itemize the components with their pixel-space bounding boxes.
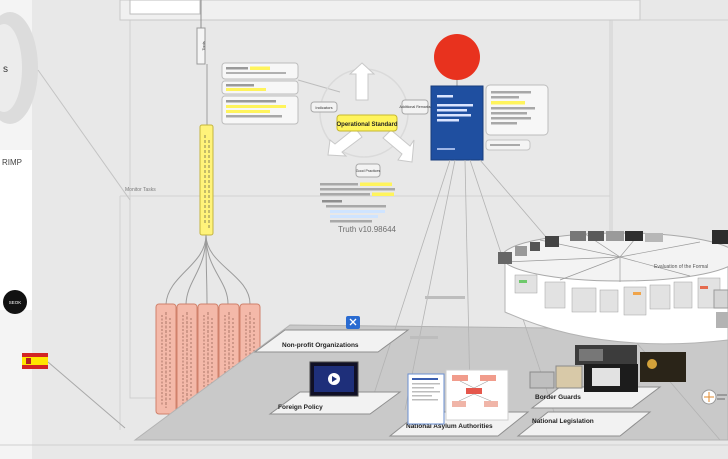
yellow-vertical-note[interactable] bbox=[199, 124, 214, 236]
border-photo-3[interactable] bbox=[555, 365, 583, 389]
blue-document-title-3 bbox=[437, 109, 467, 112]
thumb-8[interactable] bbox=[515, 246, 527, 256]
drum-red-tag bbox=[700, 286, 708, 289]
edge-thumb-2[interactable] bbox=[713, 289, 728, 309]
operational-standard-box[interactable] bbox=[336, 114, 398, 132]
pink-card-2[interactable] bbox=[176, 303, 198, 415]
blue-document-footer bbox=[437, 148, 455, 150]
border-photo-5[interactable] bbox=[640, 352, 686, 382]
thumb-7[interactable] bbox=[498, 252, 512, 264]
edge-thumb-1[interactable] bbox=[712, 230, 728, 244]
drum-screens bbox=[514, 274, 721, 316]
monitor-tasks-label: Monitor Tasks bbox=[125, 187, 156, 193]
flag-connector bbox=[47, 361, 126, 429]
thumb-2[interactable] bbox=[570, 231, 586, 241]
border-photo-1-inner bbox=[579, 349, 603, 361]
border-photo-4-inner bbox=[592, 368, 620, 386]
user-avatar-label: SEOK bbox=[9, 300, 22, 305]
left-panel-white bbox=[0, 150, 32, 310]
national-asylum-label: National Asylum Authorities bbox=[406, 423, 493, 430]
play-triangle-icon bbox=[332, 376, 337, 382]
pink-card-1[interactable] bbox=[155, 303, 177, 415]
left-partial-label-mid: RIMP bbox=[2, 158, 22, 167]
connector-tag-1 bbox=[425, 296, 465, 299]
thumb-6[interactable] bbox=[645, 233, 663, 242]
thumb-9[interactable] bbox=[530, 242, 540, 251]
drum-orange-tag bbox=[633, 292, 641, 295]
notes-card-3[interactable] bbox=[221, 95, 299, 125]
foreign-policy-plane[interactable] bbox=[268, 391, 402, 415]
blue-document-cover[interactable] bbox=[430, 85, 484, 161]
diagram-caption: Truth v10.98644 bbox=[338, 225, 397, 234]
red-circle-marker[interactable] bbox=[434, 34, 480, 80]
upper-frame-inner bbox=[129, 0, 201, 15]
upper-frame bbox=[119, 0, 641, 21]
blue-document-title-2 bbox=[437, 104, 473, 107]
thumb-3[interactable] bbox=[588, 231, 604, 241]
user-avatar[interactable] bbox=[3, 290, 27, 314]
national-legislation-plane[interactable] bbox=[516, 411, 652, 437]
blue-document-title-1 bbox=[437, 95, 453, 98]
additional-remarks-box[interactable] bbox=[401, 99, 429, 115]
thumb-5[interactable] bbox=[625, 231, 643, 241]
additional-remarks-label: Additional Remarks bbox=[399, 105, 430, 109]
thumb-1[interactable] bbox=[545, 236, 559, 247]
arrow-left bbox=[327, 127, 363, 157]
zoom-connector bbox=[37, 69, 131, 201]
notes-connector bbox=[297, 79, 341, 93]
non-profit-plane[interactable] bbox=[253, 329, 410, 353]
drum-green-tag bbox=[519, 280, 527, 283]
left-partial-label-top: s bbox=[3, 64, 8, 75]
non-profit-label: Non-profit Organizations bbox=[282, 342, 359, 349]
arrow-up bbox=[348, 62, 376, 101]
map-icon bbox=[701, 389, 727, 405]
left-zoom-control-inner bbox=[0, 24, 22, 112]
border-photo-2[interactable] bbox=[529, 371, 555, 389]
connector-tag-2 bbox=[410, 336, 438, 339]
good-practices-box[interactable] bbox=[355, 163, 381, 178]
foreign-policy-label: Foreign Policy bbox=[278, 404, 323, 411]
asylum-document[interactable] bbox=[407, 373, 445, 425]
blue-app-icon[interactable] bbox=[346, 316, 360, 329]
blue-document-title-4 bbox=[437, 114, 471, 117]
book-connectors bbox=[371, 159, 721, 441]
diagram-description[interactable] bbox=[320, 182, 395, 223]
national-legislation-label: National Legislation bbox=[532, 418, 594, 425]
notes-card-1[interactable] bbox=[221, 62, 299, 80]
edge-thumb-3[interactable] bbox=[716, 312, 728, 328]
blue-document-title-5 bbox=[437, 119, 459, 122]
right-small-note[interactable] bbox=[485, 139, 531, 151]
spain-flag-icon bbox=[22, 353, 48, 369]
branch-connectors bbox=[165, 234, 251, 305]
evaluation-label: Evaluation of the Formal bbox=[654, 264, 708, 270]
arrow-right bbox=[382, 129, 415, 163]
asylum-flowchart[interactable] bbox=[445, 369, 509, 421]
border-guards-label: Border Guards bbox=[535, 394, 581, 401]
right-note-card[interactable] bbox=[485, 84, 549, 136]
thumb-4[interactable] bbox=[606, 231, 624, 241]
indicators-box[interactable] bbox=[310, 101, 338, 113]
top-vertical-tag-label: Tools bbox=[201, 41, 206, 50]
border-photo-5-highlight bbox=[647, 359, 657, 369]
indicators-label: Indicators bbox=[315, 105, 332, 110]
good-practices-label: Good Practices bbox=[356, 169, 381, 173]
notes-card-2[interactable] bbox=[221, 80, 299, 95]
operational-standard-label: Operational Standard bbox=[336, 122, 397, 128]
